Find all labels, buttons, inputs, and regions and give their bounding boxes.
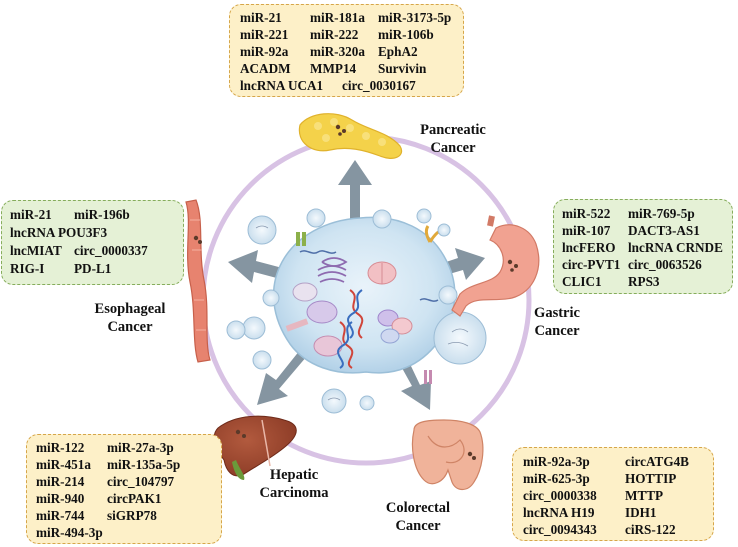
membrane-receptors: [285, 225, 443, 384]
biomarker: miR-122: [36, 440, 85, 455]
pancreas-illustration: [298, 113, 403, 159]
biomarker: lncRNA H19: [523, 505, 595, 520]
esophageal-biomarker-box: miR-21 miR-196b lncRNA POU3F3 lncMIAT ci…: [1, 200, 184, 285]
biomarker: ACADM: [240, 61, 291, 76]
biomarker: circATG4B: [625, 454, 689, 469]
biomarker: circ-PVT1: [562, 257, 621, 272]
biomarker: siGRP78: [107, 508, 157, 523]
biomarker: RIG-I: [10, 261, 45, 276]
colon-illustration: [411, 419, 484, 491]
biomarker: circ_0030167: [342, 78, 416, 93]
biomarker: miR-451a: [36, 457, 91, 472]
biomarker: circ_0000337: [74, 243, 148, 258]
biomarker: IDH1: [625, 505, 657, 520]
biomarker: circPAK1: [107, 491, 162, 506]
colorectal-biomarker-box: miR-92a-3p circATG4B miR-625-3p HOTTIP c…: [512, 447, 714, 541]
stomach-illustration: [451, 215, 540, 317]
arrow-to-esophagus: [228, 250, 290, 283]
biomarker: miR-181a: [310, 10, 365, 25]
biomarker: miR-92a: [240, 44, 289, 59]
biomarker: EphA2: [378, 44, 418, 59]
vesicles: [226, 208, 487, 414]
biomarker: miR-222: [310, 27, 359, 42]
biomarker: MMP14: [310, 61, 357, 76]
biomarker: circ_0094343: [523, 522, 597, 537]
biomarker: lncRNA UCA1: [240, 78, 324, 93]
biomarker: miR-3173-5p: [378, 10, 452, 25]
biomarker: miR-27a-3p: [107, 440, 174, 455]
biomarker: miR-494-3p: [36, 525, 103, 540]
biomarker: circ_0000338: [523, 488, 597, 503]
biomarker: RPS3: [628, 274, 660, 289]
biomarker: miR-21: [240, 10, 282, 25]
biomarker: lncMIAT: [10, 243, 62, 258]
biomarker: miR-221: [240, 27, 289, 42]
biomarker: CLIC1: [562, 274, 602, 289]
biomarker: miR-106b: [378, 27, 434, 42]
biomarker: miR-21: [10, 207, 52, 222]
biomarker: miR-92a-3p: [523, 454, 590, 469]
biomarker: lncRNA POU3F3: [10, 225, 108, 240]
biomarker: miR-625-3p: [523, 471, 590, 486]
biomarker: circ_0063526: [628, 257, 702, 272]
liver-illustration: [213, 415, 297, 480]
biomarker: DACT3-AS1: [628, 223, 700, 238]
biomarker: miR-940: [36, 491, 85, 506]
biomarker: miR-744: [36, 508, 85, 523]
biomarker: lncRNA CRNDE: [628, 240, 723, 255]
arrow-to-liver: [257, 350, 307, 405]
arrow-to-pancreas: [338, 160, 372, 228]
gastric-biomarker-box: miR-522 miR-769-5p miR-107 DACT3-AS1 lnc…: [553, 199, 733, 294]
biomarker: miR-135a-5p: [107, 457, 181, 472]
biomarker: lncFERO: [562, 240, 616, 255]
biomarker: miR-769-5p: [628, 206, 695, 221]
esophagus-illustration: [185, 199, 211, 363]
vesicle-cargo: [255, 225, 469, 401]
biomarker: MTTP: [625, 488, 664, 503]
biomarker: miR-320a: [310, 44, 365, 59]
biomarker: HOTTIP: [625, 471, 677, 486]
biomarker: PD-L1: [74, 261, 112, 276]
hepatic-biomarker-box: miR-122 miR-27a-3p miR-451a miR-135a-5p …: [26, 434, 222, 544]
biomarker: miR-522: [562, 206, 611, 221]
biomarker: miR-214: [36, 474, 85, 489]
biomarker: circ_104797: [107, 474, 175, 489]
biomarker: ciRS-122: [625, 522, 676, 537]
biomarker: miR-196b: [74, 207, 130, 222]
exosome-cell: [272, 216, 456, 374]
pancreatic-biomarker-box: miR-21 miR-181a miR-3173-5p miR-221 miR-…: [229, 4, 464, 97]
biomarker: miR-107: [562, 223, 611, 238]
biomarker: Survivin: [378, 61, 427, 76]
